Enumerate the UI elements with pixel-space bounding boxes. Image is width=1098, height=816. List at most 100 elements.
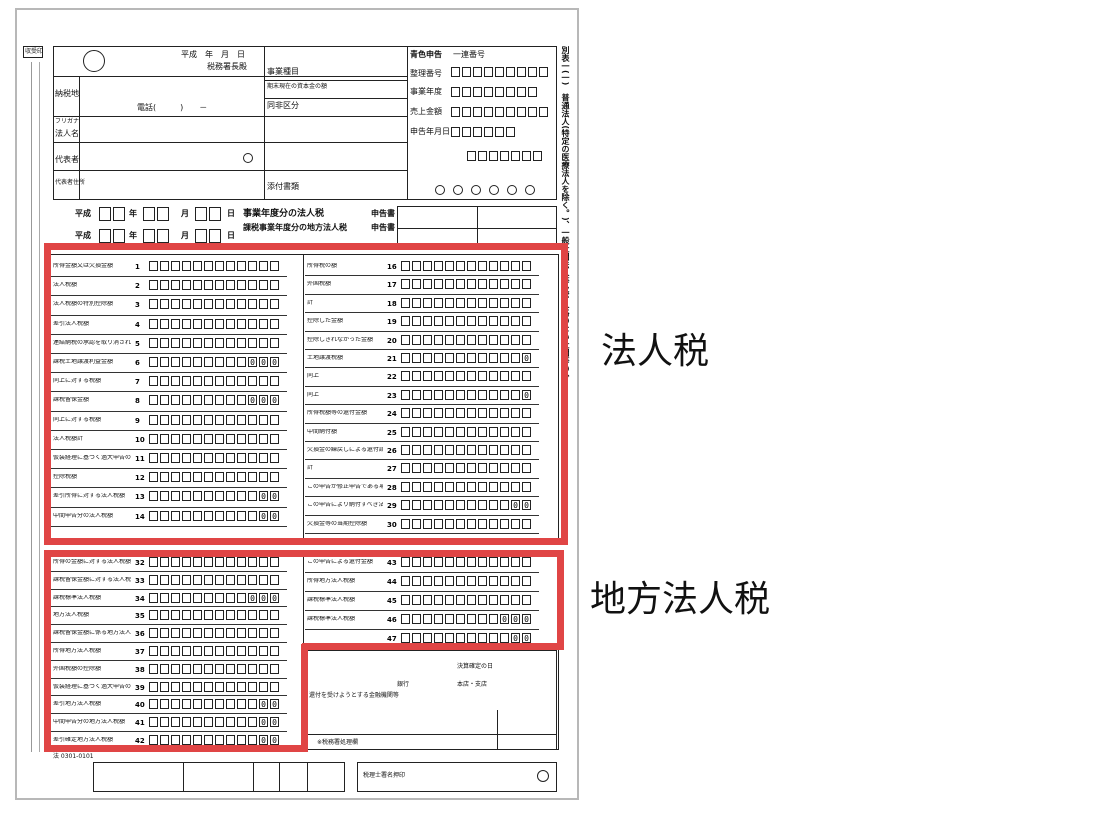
amount-cell[interactable]: [412, 316, 421, 327]
amount-cell[interactable]: [204, 433, 213, 444]
amount-cell[interactable]: [149, 699, 158, 710]
amount-cell[interactable]: [171, 735, 180, 745]
amount-cell[interactable]: [423, 261, 432, 271]
amount-cell[interactable]: [500, 633, 509, 643]
amount-cell[interactable]: [149, 395, 158, 406]
amount-cell[interactable]: [171, 261, 180, 271]
amount-cell[interactable]: [204, 261, 213, 271]
amount-cell[interactable]: [478, 614, 487, 624]
amount-cell[interactable]: [193, 337, 202, 348]
amount-cell[interactable]: [522, 279, 531, 290]
amount-cell[interactable]: [500, 334, 509, 345]
amount-cell[interactable]: 0: [248, 357, 257, 367]
amount-cells[interactable]: [149, 376, 279, 387]
amount-cell[interactable]: 0: [522, 500, 531, 511]
amount-cell[interactable]: [270, 318, 279, 329]
amount-cell[interactable]: [248, 510, 257, 521]
amount-cell[interactable]: [237, 510, 246, 521]
amount-cell[interactable]: [434, 353, 443, 363]
amount-cell[interactable]: [478, 279, 487, 290]
amount-cell[interactable]: [171, 299, 180, 310]
amount-cell[interactable]: [193, 491, 202, 502]
amount-cell[interactable]: [204, 592, 213, 603]
amount-cell[interactable]: [193, 357, 202, 367]
amount-cell[interactable]: [182, 433, 191, 444]
amount-cell[interactable]: [270, 610, 279, 621]
amount-cells[interactable]: [401, 334, 531, 345]
amount-cell[interactable]: [412, 389, 421, 400]
amount-cell[interactable]: [478, 371, 487, 382]
amount-cell[interactable]: [215, 414, 224, 425]
amount-cell[interactable]: [423, 463, 432, 474]
amount-cell[interactable]: [401, 614, 410, 624]
amount-cells[interactable]: [401, 261, 531, 271]
amount-cell[interactable]: [423, 297, 432, 308]
amount-cell[interactable]: [193, 433, 202, 444]
amount-cell[interactable]: [522, 595, 531, 605]
amount-cell[interactable]: [237, 574, 246, 585]
amount-cell[interactable]: 0: [270, 717, 279, 728]
amount-cell[interactable]: [259, 453, 268, 463]
amount-cell[interactable]: [182, 592, 191, 603]
amount-cell[interactable]: [500, 316, 509, 327]
amount-cell[interactable]: [226, 318, 235, 329]
amount-cell[interactable]: [456, 426, 465, 437]
amount-cell[interactable]: [226, 453, 235, 463]
amount-cell[interactable]: [259, 433, 268, 444]
amount-cell[interactable]: [204, 318, 213, 329]
amount-cell[interactable]: [193, 376, 202, 387]
amount-cell[interactable]: [423, 316, 432, 327]
amount-cell[interactable]: [149, 592, 158, 603]
amount-cells[interactable]: [401, 445, 531, 455]
amount-cell[interactable]: [412, 445, 421, 455]
amount-cell[interactable]: [193, 628, 202, 639]
amount-cell[interactable]: [467, 500, 476, 511]
amount-cell[interactable]: [478, 445, 487, 455]
amount-cell[interactable]: [445, 353, 454, 363]
amount-cell[interactable]: [423, 279, 432, 290]
amount-cell[interactable]: [467, 426, 476, 437]
amount-cell[interactable]: 0: [259, 510, 268, 521]
amount-cell[interactable]: [401, 518, 410, 529]
amount-cell[interactable]: [511, 463, 520, 474]
amount-cell[interactable]: [478, 576, 487, 586]
amount-cell[interactable]: [522, 334, 531, 345]
amount-cell[interactable]: [248, 318, 257, 329]
amount-cell[interactable]: [489, 334, 498, 345]
amount-cell[interactable]: 0: [511, 500, 520, 511]
amount-cell[interactable]: [270, 681, 279, 692]
amount-cell[interactable]: [412, 261, 421, 271]
amount-cell[interactable]: [182, 510, 191, 521]
amount-cell[interactable]: [226, 357, 235, 367]
amount-cell[interactable]: [248, 574, 257, 585]
amount-cell[interactable]: [401, 371, 410, 382]
amount-cell[interactable]: [423, 481, 432, 492]
amount-cell[interactable]: [478, 633, 487, 643]
amount-cell[interactable]: [522, 518, 531, 529]
amount-cell[interactable]: 0: [270, 735, 279, 745]
amount-cell[interactable]: [193, 557, 202, 567]
amount-cell[interactable]: [445, 297, 454, 308]
amount-cell[interactable]: [467, 316, 476, 327]
amount-cell[interactable]: [270, 472, 279, 483]
amount-cell[interactable]: [160, 592, 169, 603]
amount-cell[interactable]: [171, 681, 180, 692]
amount-cell[interactable]: [500, 481, 509, 492]
amount-cell[interactable]: [259, 261, 268, 271]
amount-cell[interactable]: [182, 628, 191, 639]
amount-cell[interactable]: [522, 261, 531, 271]
amount-cell[interactable]: [149, 681, 158, 692]
amount-cell[interactable]: [171, 280, 180, 291]
amount-cell[interactable]: [182, 735, 191, 745]
amount-cells[interactable]: [401, 297, 531, 308]
amount-cell[interactable]: [226, 574, 235, 585]
amount-cell[interactable]: [270, 433, 279, 444]
amount-cell[interactable]: [226, 681, 235, 692]
amount-cell[interactable]: [182, 261, 191, 271]
amount-cell[interactable]: [489, 371, 498, 382]
amount-cell[interactable]: [149, 491, 158, 502]
amount-cell[interactable]: [215, 574, 224, 585]
amount-cell[interactable]: [259, 557, 268, 567]
amount-cells[interactable]: [149, 433, 279, 444]
